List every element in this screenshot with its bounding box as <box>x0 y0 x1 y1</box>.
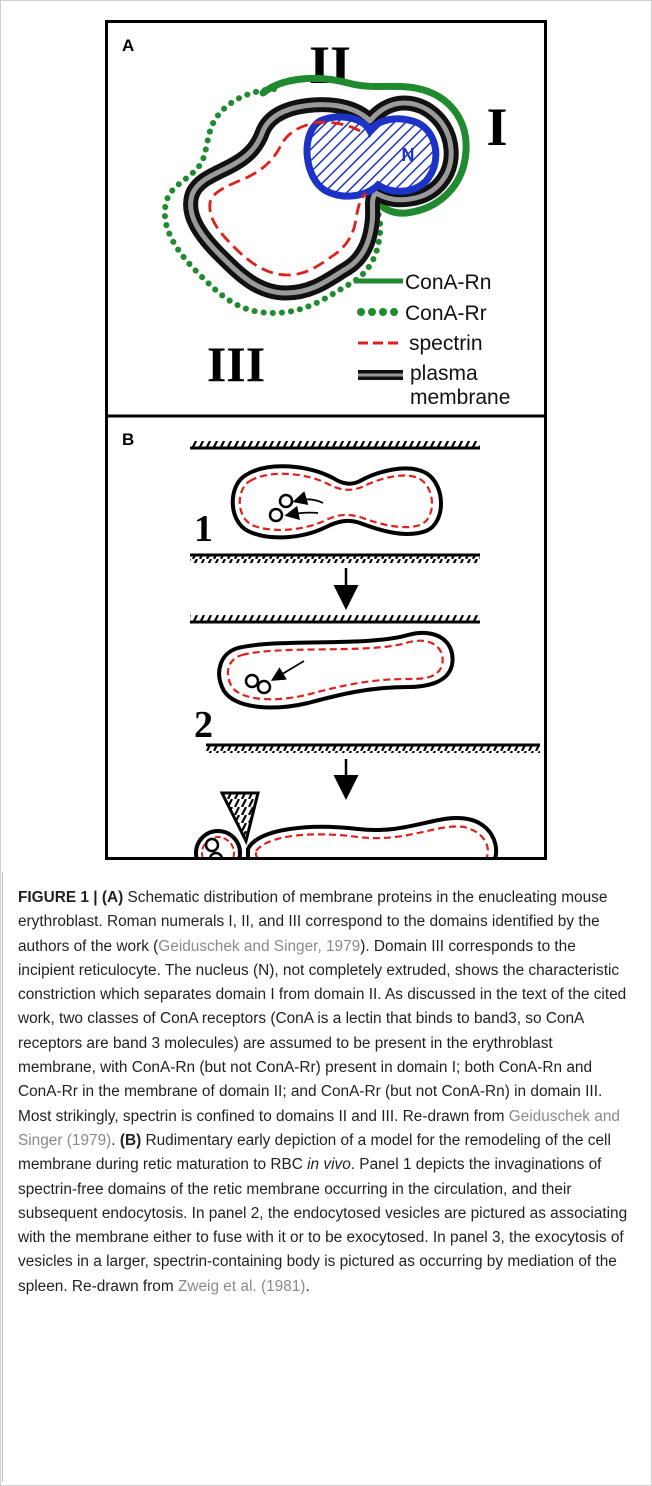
caption-text: . <box>305 1278 309 1295</box>
figure-caption: FIGURE 1 | (A) Schematic distribution of… <box>18 886 634 1299</box>
caption-text: ). Domain III corresponds to the incipie… <box>18 938 626 1125</box>
legend-conA-rr-label: ConA-Rr <box>405 302 487 325</box>
domain-one-label: I <box>486 97 507 157</box>
vessel-wall-bottom <box>206 745 540 753</box>
legend-membrane-label-2: membrane <box>410 386 510 409</box>
citation-link[interactable]: Geiduschek and Singer, 1979 <box>158 938 360 955</box>
step-3: 3 <box>194 793 496 857</box>
panel-a-label: A <box>122 36 134 55</box>
panel-b: B 1 <box>122 430 540 857</box>
retic-cell-2 <box>219 633 452 708</box>
caption-text: . <box>111 1132 120 1149</box>
vesicle <box>280 495 292 507</box>
nucleus-label: N <box>402 145 415 165</box>
vesicle <box>210 853 222 857</box>
vesicle <box>206 839 218 851</box>
figure-1-drawing: A II I III N ConA-Rn <box>108 23 544 857</box>
caption-text: . Panel 1 depicts the invaginations of s… <box>18 1156 627 1294</box>
legend-conA-rn-label: ConA-Rn <box>405 271 491 294</box>
legend-conA-rr-dot <box>357 308 365 316</box>
step-2-label: 2 <box>194 704 213 746</box>
caption-lead-a: FIGURE 1 | (A) <box>18 889 123 906</box>
vesicle <box>246 675 258 687</box>
citation-link[interactable]: Zweig et al. (1981) <box>178 1278 305 1295</box>
domain-three-label: III <box>207 336 265 392</box>
vessel-wall-bottom <box>190 555 480 563</box>
legend-conA-rr-dot <box>368 308 376 316</box>
step-1: 1 <box>190 441 480 563</box>
panel-a: A II I III N ConA-Rn <box>122 35 510 409</box>
legend-membrane-label: plasma <box>410 362 478 385</box>
step-2: 2 <box>190 615 540 753</box>
caption-margin-rule <box>2 872 3 1482</box>
caption-lead-b: (B) <box>120 1132 141 1149</box>
vesicle <box>270 509 282 521</box>
legend-spectrin-label: spectrin <box>409 332 483 355</box>
nucleus <box>307 117 436 196</box>
vesicle <box>258 681 270 693</box>
legend-conA-rr-dot <box>390 308 398 316</box>
panel-b-label: B <box>122 430 134 449</box>
domain-two-label: II <box>309 35 351 95</box>
panel-a-legend: ConA-Rn ConA-Rr spectrin plasma membrane <box>354 271 510 409</box>
caption-italic: in vivo <box>307 1156 351 1173</box>
step-1-label: 1 <box>194 508 213 550</box>
legend-conA-rr-dot <box>379 308 387 316</box>
figure-1: A II I III N ConA-Rn <box>105 20 547 860</box>
